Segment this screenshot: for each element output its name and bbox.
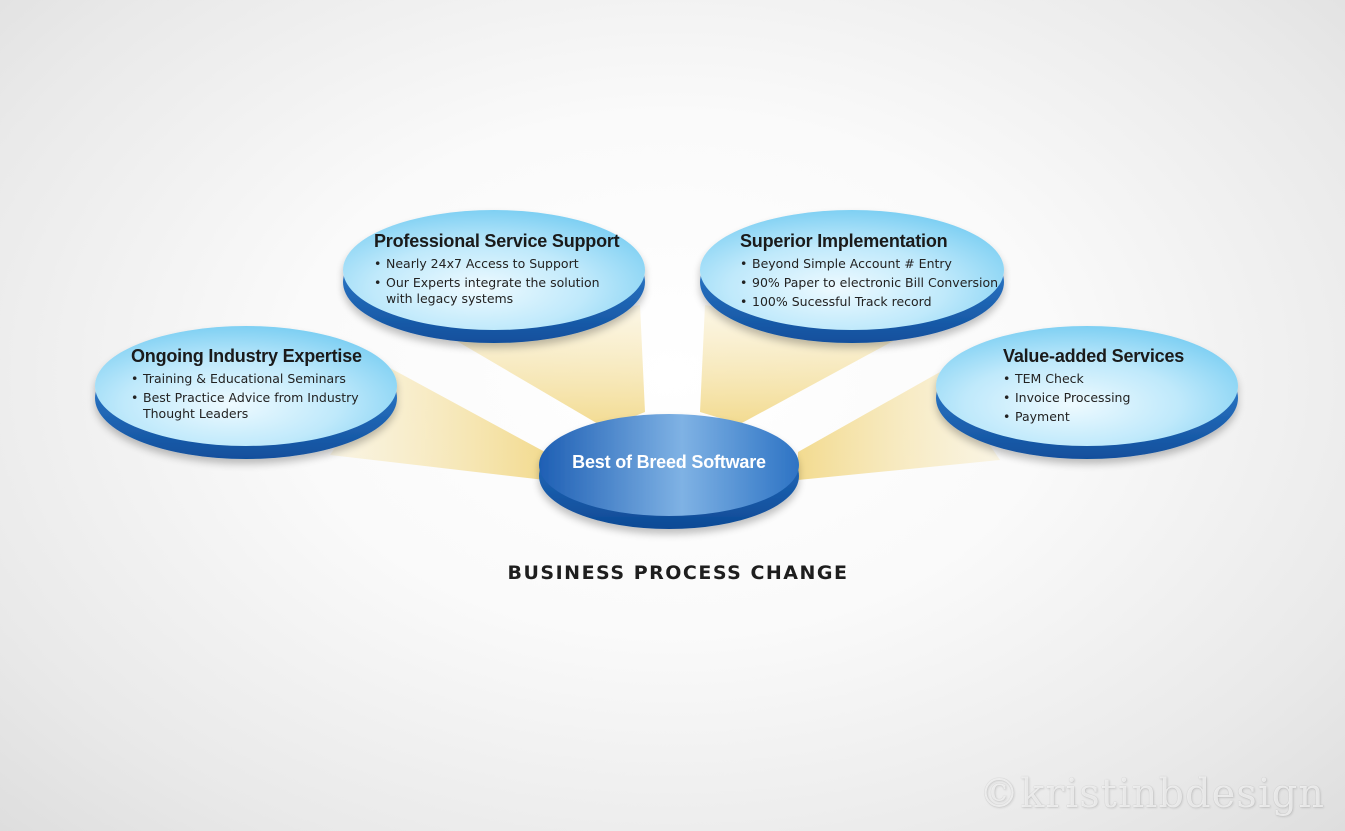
node-bullet: Invoice Processing (1003, 390, 1184, 406)
node-bullet: Best Practice Advice from Industry Thoug… (131, 390, 368, 422)
node-title: Superior Implementation (740, 231, 948, 251)
node-bullet: Training & Educational Seminars (131, 371, 368, 387)
node-bullet: TEM Check (1003, 371, 1184, 387)
center-node (539, 414, 799, 529)
node-bullet-list: Beyond Simple Account # Entry 90% Paper … (740, 256, 998, 310)
center-node-label: Best of Breed Software (572, 452, 766, 472)
node-bullet: Beyond Simple Account # Entry (740, 256, 998, 272)
node-title: Ongoing Industry Expertise (131, 346, 362, 366)
node-bullet-list: TEM Check Invoice Processing Payment (1003, 371, 1184, 425)
node-text-superior-implementation: Superior Implementation Beyond Simple Ac… (740, 231, 998, 313)
node-title: Professional Service Support (374, 231, 620, 251)
node-text-professional-service-support: Professional Service Support Nearly 24x7… (374, 231, 620, 310)
node-bullet-list: Training & Educational Seminars Best Pra… (131, 371, 368, 422)
node-bullet: Nearly 24x7 Access to Support (374, 256, 619, 272)
node-bullet: Payment (1003, 409, 1184, 425)
node-bullet: 100% Sucessful Track record (740, 294, 998, 310)
diagram-caption: BUSINESS PROCESS CHANGE (507, 562, 849, 584)
node-title: Value-added Services (1003, 346, 1185, 366)
node-bullet: 90% Paper to electronic Bill Conversion (740, 275, 998, 291)
copyright-watermark: ©kristinbdesign (979, 771, 1325, 817)
node-text-ongoing-industry-expertise: Ongoing Industry Expertise Training & Ed… (131, 346, 368, 425)
node-text-value-added-services: Value-added Services TEM Check Invoice P… (1003, 346, 1184, 428)
node-bullet-list: Nearly 24x7 Access to Support Our Expert… (374, 256, 619, 307)
node-bullet: Our Experts integrate the solution with … (374, 275, 611, 307)
